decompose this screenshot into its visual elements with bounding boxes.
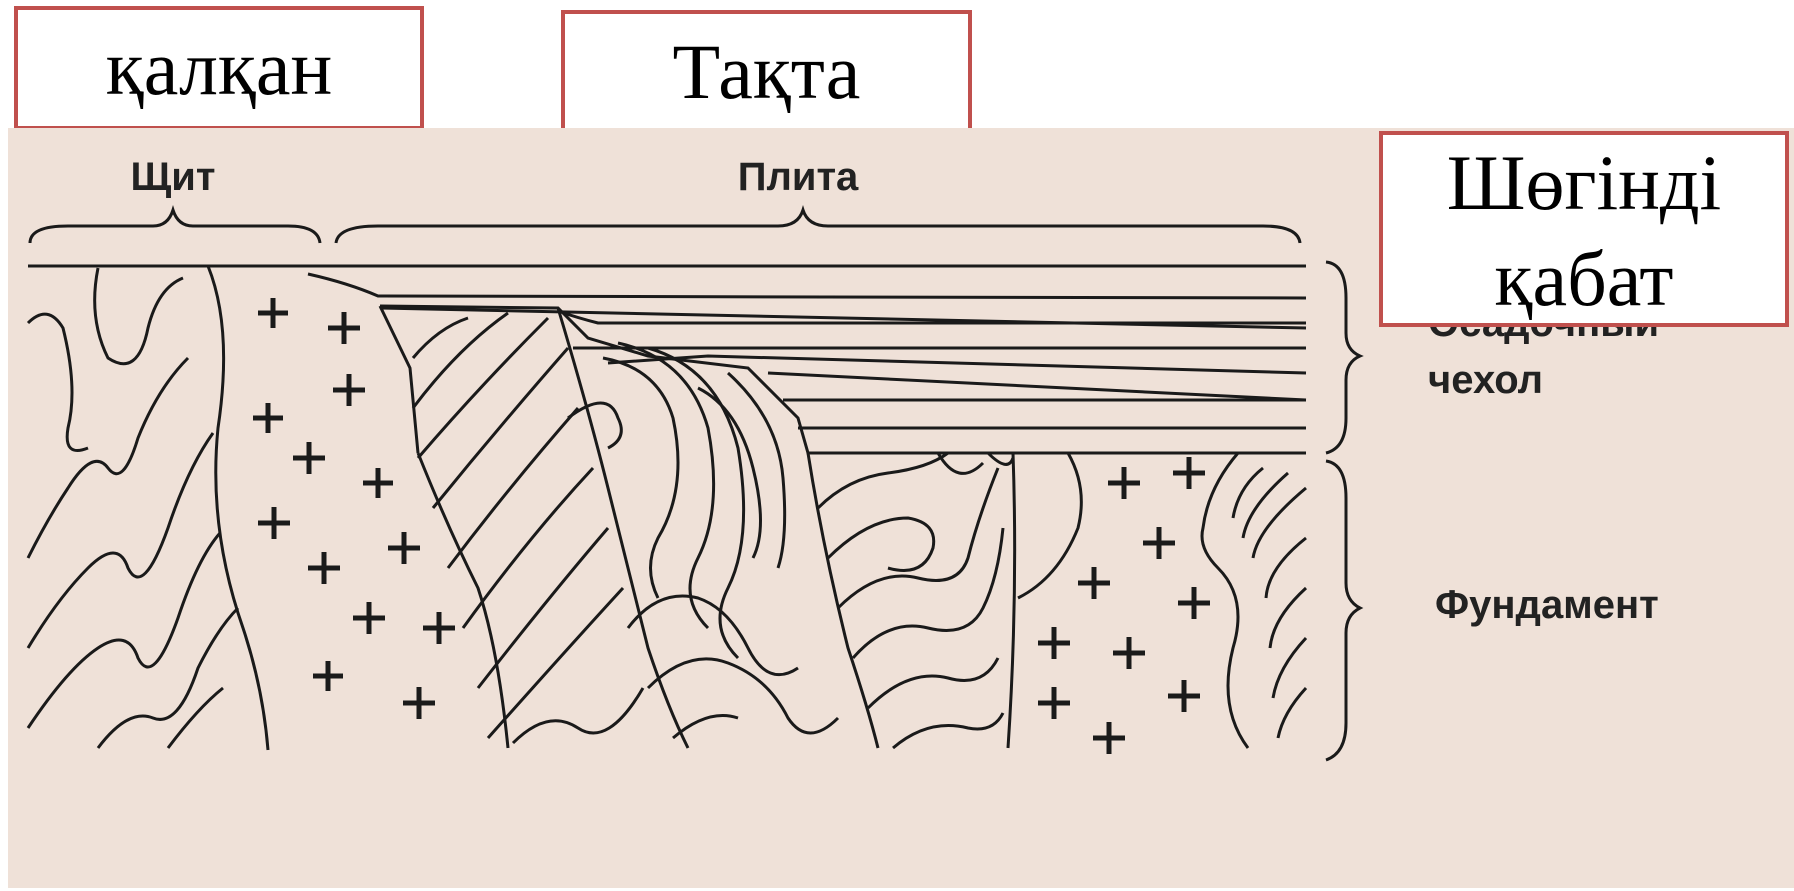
plate-basement-folds-left: [411, 307, 880, 749]
cover-layer-6: [767, 371, 1307, 402]
cover-base-boundary: [378, 304, 1306, 455]
shield-fold-4: [26, 432, 215, 649]
basement-fault-2: [556, 307, 690, 749]
basement-fault-5: [1200, 452, 1250, 749]
sediment-translation-line1: Шөгінді: [1446, 139, 1722, 226]
shield-granite-crosses: [253, 298, 455, 719]
shield-fold-5: [26, 532, 222, 729]
basement-fault-4: [1006, 452, 1017, 749]
shield-translation-box: қалқан: [14, 6, 424, 130]
shield-folded-rocks: [26, 265, 270, 751]
shield-translation-label: қалқан: [105, 24, 333, 111]
cover-layer-1: [307, 272, 1307, 300]
shield-brace: [28, 204, 322, 244]
plate-basement-folds-right: [816, 451, 1083, 750]
shield-fold-3: [26, 356, 190, 559]
cover-layer-5: [607, 354, 1307, 375]
cover-label-line2: чехол: [1428, 358, 1543, 402]
basement-label: Фундамент: [1435, 583, 1659, 627]
far-right-folds: [1200, 452, 1308, 749]
plate-translation-box: Тақта: [561, 10, 972, 134]
shield-fault: [206, 265, 270, 751]
sedimentary-cover-layers: [28, 264, 1307, 455]
shield-fold-2: [93, 267, 184, 366]
plate-granite-crosses: [1038, 457, 1210, 754]
plate-translation-label: Тақта: [672, 28, 861, 115]
shield-fold-7: [166, 686, 224, 749]
sediment-translation-box: Шөгінді қабат: [1379, 131, 1789, 327]
shield-fold-6: [96, 606, 240, 749]
plate-brace: [334, 204, 1302, 244]
shield-label: Щит: [131, 155, 216, 199]
shield-fold-1: [26, 312, 89, 452]
basement-fault-1: [416, 452, 510, 749]
cover-layer-2: [379, 306, 1307, 330]
cover-brace: [1325, 260, 1364, 455]
plate-label: Плита: [738, 155, 859, 199]
sediment-translation-line2: қабат: [1494, 235, 1674, 322]
basement-brace: [1325, 459, 1364, 762]
basement-fault-3: [806, 452, 880, 749]
